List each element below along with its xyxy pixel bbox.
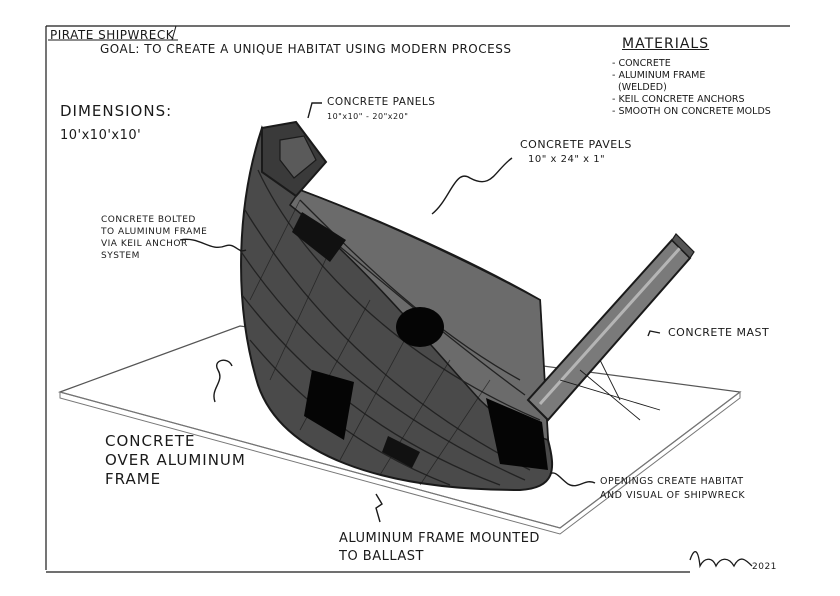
- material-item: - CONCRETE: [612, 58, 671, 69]
- hull-plank: [239, 249, 526, 481]
- callout-concrete-panels-1-dims: 10"x10" - 20"x20": [327, 112, 409, 121]
- hull-opening-right: [486, 398, 548, 470]
- hatch-line: [419, 379, 491, 486]
- callout-openings: OPENINGS CREATE HABITAT AND VISUAL OF SH…: [600, 476, 746, 501]
- hull-opening-left: [304, 370, 354, 440]
- material-item: - ALUMINUM FRAME (WELDED): [612, 70, 706, 93]
- hull-plank: [257, 169, 541, 421]
- stern-cabin-window: [279, 135, 317, 179]
- hatch-line: [249, 199, 301, 301]
- callout-concrete-panels-2-dims: 10" x 24" x 1": [528, 154, 606, 165]
- callout-concrete-panels-1: CONCRETE PANELS: [327, 96, 436, 108]
- callout-ballast: ALUMINUM FRAME MOUNTED TO BALLAST: [339, 531, 540, 564]
- material-item: - KEIL CONCRETE ANCHORS: [612, 94, 745, 105]
- hatch-line: [339, 329, 411, 461]
- concrete-mast: [526, 238, 692, 422]
- material-item: - SMOOTH ON CONCRETE MOLDS: [612, 106, 771, 117]
- signature-year: 2021: [752, 562, 777, 572]
- leader-mast: [647, 330, 661, 337]
- callout-concrete-mast: CONCRETE MAST: [668, 326, 770, 339]
- materials-list: - CONCRETE - ALUMINUM FRAME (WELDED) - K…: [612, 58, 771, 118]
- rigging-line: [599, 359, 621, 401]
- deck-opening: [292, 212, 346, 262]
- mast-highlight: [538, 246, 682, 406]
- sketch-title: PIRATE SHIPWRECK: [50, 28, 175, 42]
- signature-mark: [689, 551, 753, 569]
- callout-bolted-anchor-system: CONCRETE BOLTED TO ALUMINUM FRAME VIA KE…: [101, 215, 208, 261]
- hatch-line: [269, 249, 331, 381]
- leader-concrete-panels-2: [431, 157, 513, 215]
- ballast-base-edge: [59, 390, 741, 535]
- leader-concrete-panels-1: [307, 102, 322, 119]
- hull-slot-opening: [382, 436, 420, 468]
- callout-concrete-panels-2: CONCRETE PAVELS: [520, 138, 632, 151]
- callout-concrete-over-frame: CONCRETE OVER ALUMINUM FRAME: [105, 432, 246, 488]
- leader-lines: [179, 102, 661, 523]
- materials-heading: MATERIALS: [622, 36, 710, 52]
- leader-concrete-over: [213, 359, 233, 403]
- hull-plank: [299, 199, 521, 381]
- title-slash: [171, 25, 177, 41]
- leader-ballast: [375, 493, 383, 523]
- rigging-line: [579, 369, 641, 421]
- leader-openings: [549, 472, 596, 487]
- mast-top: [671, 233, 695, 259]
- dimensions-label: DIMENSIONS:: [60, 102, 173, 120]
- hull-plank: [244, 209, 531, 471]
- dimensions-value: 10'x10'x10': [60, 128, 142, 143]
- goal-statement: GOAL: TO CREATE A UNIQUE HABITAT USING M…: [100, 42, 512, 56]
- leader-bolted: [179, 238, 247, 252]
- mast-rigging: [559, 359, 661, 421]
- porthole-opening: [396, 307, 444, 347]
